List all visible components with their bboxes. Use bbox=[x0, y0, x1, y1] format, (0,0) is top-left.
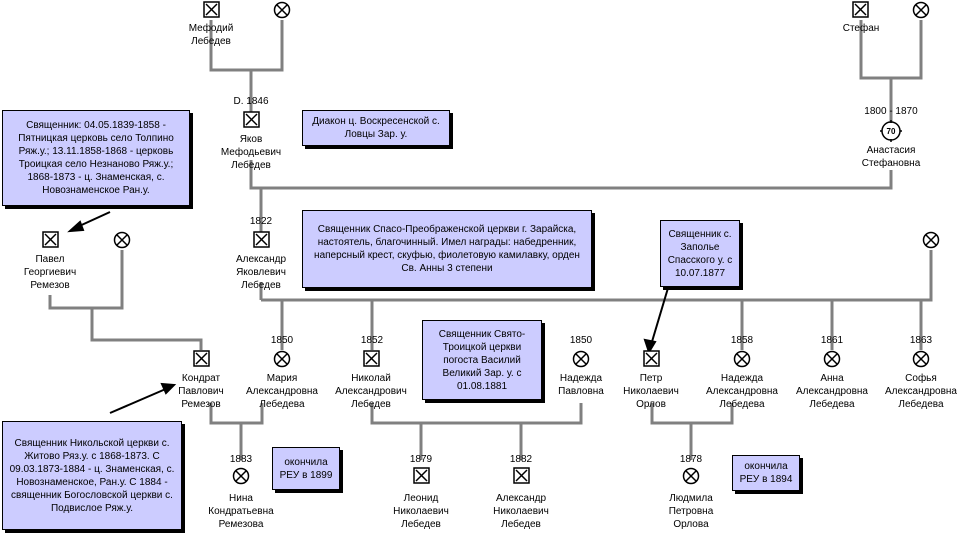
person-nina[interactable]: Нина Кондратьевна Ремезова bbox=[208, 493, 274, 530]
person-yakov[interactable]: Яков Мефодьевич Лебедев bbox=[220, 134, 282, 171]
note-aleksandr: Священник Спасо-Преображенской церкви г.… bbox=[302, 210, 592, 288]
note-nina: окончила РЕУ в 1899 bbox=[272, 447, 340, 490]
date-leonid: 1879 bbox=[409, 454, 433, 465]
male-symbol-icon bbox=[42, 231, 59, 248]
female-symbol-icon bbox=[572, 350, 590, 368]
female-symbol-icon bbox=[922, 231, 940, 249]
note-kondrat-text: Священник Никольской церкви с. Житово Ря… bbox=[9, 437, 175, 514]
female-symbol-icon bbox=[912, 350, 930, 368]
person-nadezhda-p[interactable]: Надежда Павловна bbox=[558, 373, 604, 397]
date-nadezhda-a: 1858 bbox=[730, 335, 754, 346]
date-anna: 1861 bbox=[820, 335, 844, 346]
person-petr[interactable]: Петр Николаевич Орлов bbox=[623, 373, 679, 410]
date-aleksandr: 1822 bbox=[249, 216, 273, 227]
female-symbol-icon bbox=[733, 350, 751, 368]
female-symbol-icon bbox=[682, 467, 700, 485]
person-leonid[interactable]: Леонид Николаевич Лебедев bbox=[393, 493, 449, 530]
date-nadezhda-p: 1850 bbox=[569, 335, 593, 346]
note-petr-text: Священник с. Заполье Спасского у. с 10.0… bbox=[667, 228, 733, 279]
date-lyudmila: 1878 bbox=[679, 454, 703, 465]
note-kondrat: Священник Никольской церкви с. Житово Ря… bbox=[2, 421, 182, 530]
note-lyudmila: окончила РЕУ в 1894 bbox=[732, 455, 800, 491]
date-anastasia: 1800 - 1870 bbox=[864, 106, 918, 117]
male-symbol-icon bbox=[253, 231, 270, 248]
person-stefan[interactable]: Стефан bbox=[842, 23, 880, 34]
note-petr: Священник с. Заполье Спасского у. с 10.0… bbox=[660, 220, 740, 287]
date-yakov: D. 1846 bbox=[233, 96, 269, 107]
note-nikolay-text: Священник Свято-Троицкой церкви погоста … bbox=[438, 328, 526, 392]
male-symbol-icon bbox=[513, 467, 530, 484]
person-maria[interactable]: Мария Александровна Лебедева bbox=[246, 373, 318, 410]
female-symbol-icon bbox=[823, 350, 841, 368]
female-symbol-icon bbox=[273, 350, 291, 368]
female-symbol-icon bbox=[232, 467, 250, 485]
person-pavel[interactable]: Павел Георгиевич Ремезов bbox=[23, 254, 77, 291]
male-symbol-icon bbox=[243, 111, 260, 128]
male-symbol-icon bbox=[852, 1, 869, 18]
note-yakov: Диакон ц. Воскресенской с. Ловцы Зар. у. bbox=[302, 110, 450, 146]
person-nadezhda-a[interactable]: Надежда Александровна Лебедева bbox=[706, 373, 778, 410]
female-symbol-icon bbox=[912, 1, 930, 19]
note-nina-text: окончила РЕУ в 1899 bbox=[279, 456, 333, 481]
note-lyudmila-text: окончила РЕУ в 1894 bbox=[739, 461, 793, 485]
date-sofya: 1863 bbox=[909, 335, 933, 346]
person-mefodiy[interactable]: Мефодий Лебедев bbox=[188, 23, 234, 47]
age-label: 70 bbox=[887, 127, 896, 136]
person-nikolay[interactable]: Николай Александрович Лебедев bbox=[335, 373, 407, 410]
person-aleksandr[interactable]: Александр Яковлевич Лебедев bbox=[235, 254, 287, 291]
note-yakov-text: Диакон ц. Воскресенской с. Ловцы Зар. у. bbox=[312, 116, 440, 140]
note-pavel-text: Священник: 04.05.1839-1858 - Пятницкая ц… bbox=[18, 120, 174, 196]
male-symbol-icon bbox=[643, 350, 660, 367]
person-anastasia[interactable]: Анастасия Стефановна bbox=[861, 145, 921, 169]
date-maria: 1850 bbox=[270, 335, 294, 346]
date-nina: 1883 bbox=[229, 454, 253, 465]
person-kondrat[interactable]: Кондрат Павлович Ремезов bbox=[178, 373, 224, 410]
note-nikolay: Священник Свято-Троицкой церкви погоста … bbox=[422, 320, 542, 400]
note-aleksandr-text: Священник Спасо-Преображенской церкви г.… bbox=[314, 224, 580, 274]
person-lyudmila[interactable]: Людмила Петровна Орлова bbox=[668, 493, 714, 530]
male-symbol-icon bbox=[363, 350, 380, 367]
person-anna[interactable]: Анна Александровна Лебедева bbox=[796, 373, 868, 410]
person-aleksandr-n[interactable]: Александр Николаевич Лебедев bbox=[493, 493, 549, 530]
female-symbol-icon bbox=[273, 1, 291, 19]
female-age-icon: 70 bbox=[880, 120, 902, 142]
date-nikolay: 1852 bbox=[360, 335, 384, 346]
date-aleksandr-n: 1882 bbox=[509, 454, 533, 465]
male-symbol-icon bbox=[193, 350, 210, 367]
male-symbol-icon bbox=[413, 467, 430, 484]
male-symbol-icon bbox=[203, 1, 220, 18]
note-pavel: Священник: 04.05.1839-1858 - Пятницкая ц… bbox=[2, 110, 190, 206]
female-symbol-icon bbox=[113, 231, 131, 249]
person-sofya[interactable]: Софья Александровна Лебедева bbox=[885, 373, 957, 410]
